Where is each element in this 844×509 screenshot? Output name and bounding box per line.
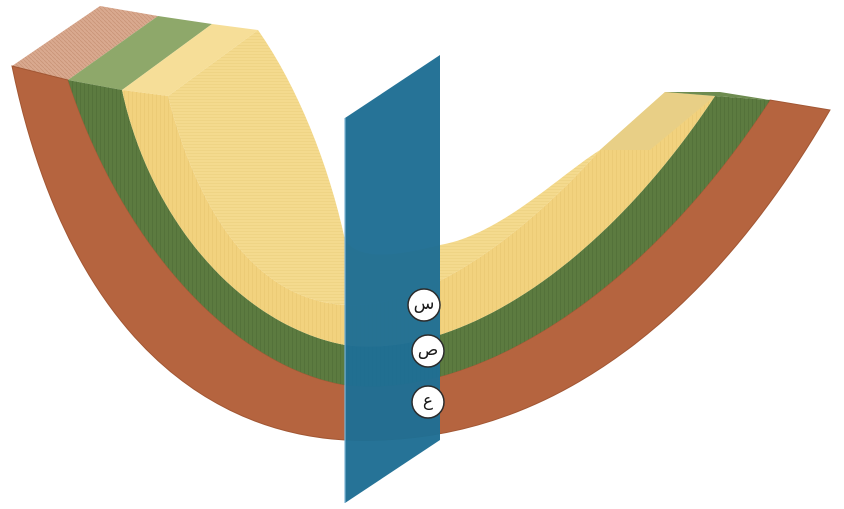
shale-layer (68, 80, 770, 387)
sandstone-top-face-right (600, 92, 715, 150)
svg-text:س: س (414, 294, 435, 314)
sandstone-top-face-left (122, 24, 258, 96)
label-sad: ص (411, 334, 445, 368)
sandstone-inner-wall (168, 30, 600, 306)
clay-top-face (12, 6, 158, 80)
sandstone-layer (122, 90, 715, 347)
svg-text:ع: ع (423, 391, 433, 411)
shale-top-face-right (665, 92, 770, 100)
svg-text:ص: ص (418, 340, 439, 360)
label-ain: ع (411, 385, 445, 419)
cross-section-plane (345, 55, 440, 503)
label-s: س (407, 288, 441, 322)
shale-top-face-left (68, 16, 212, 90)
